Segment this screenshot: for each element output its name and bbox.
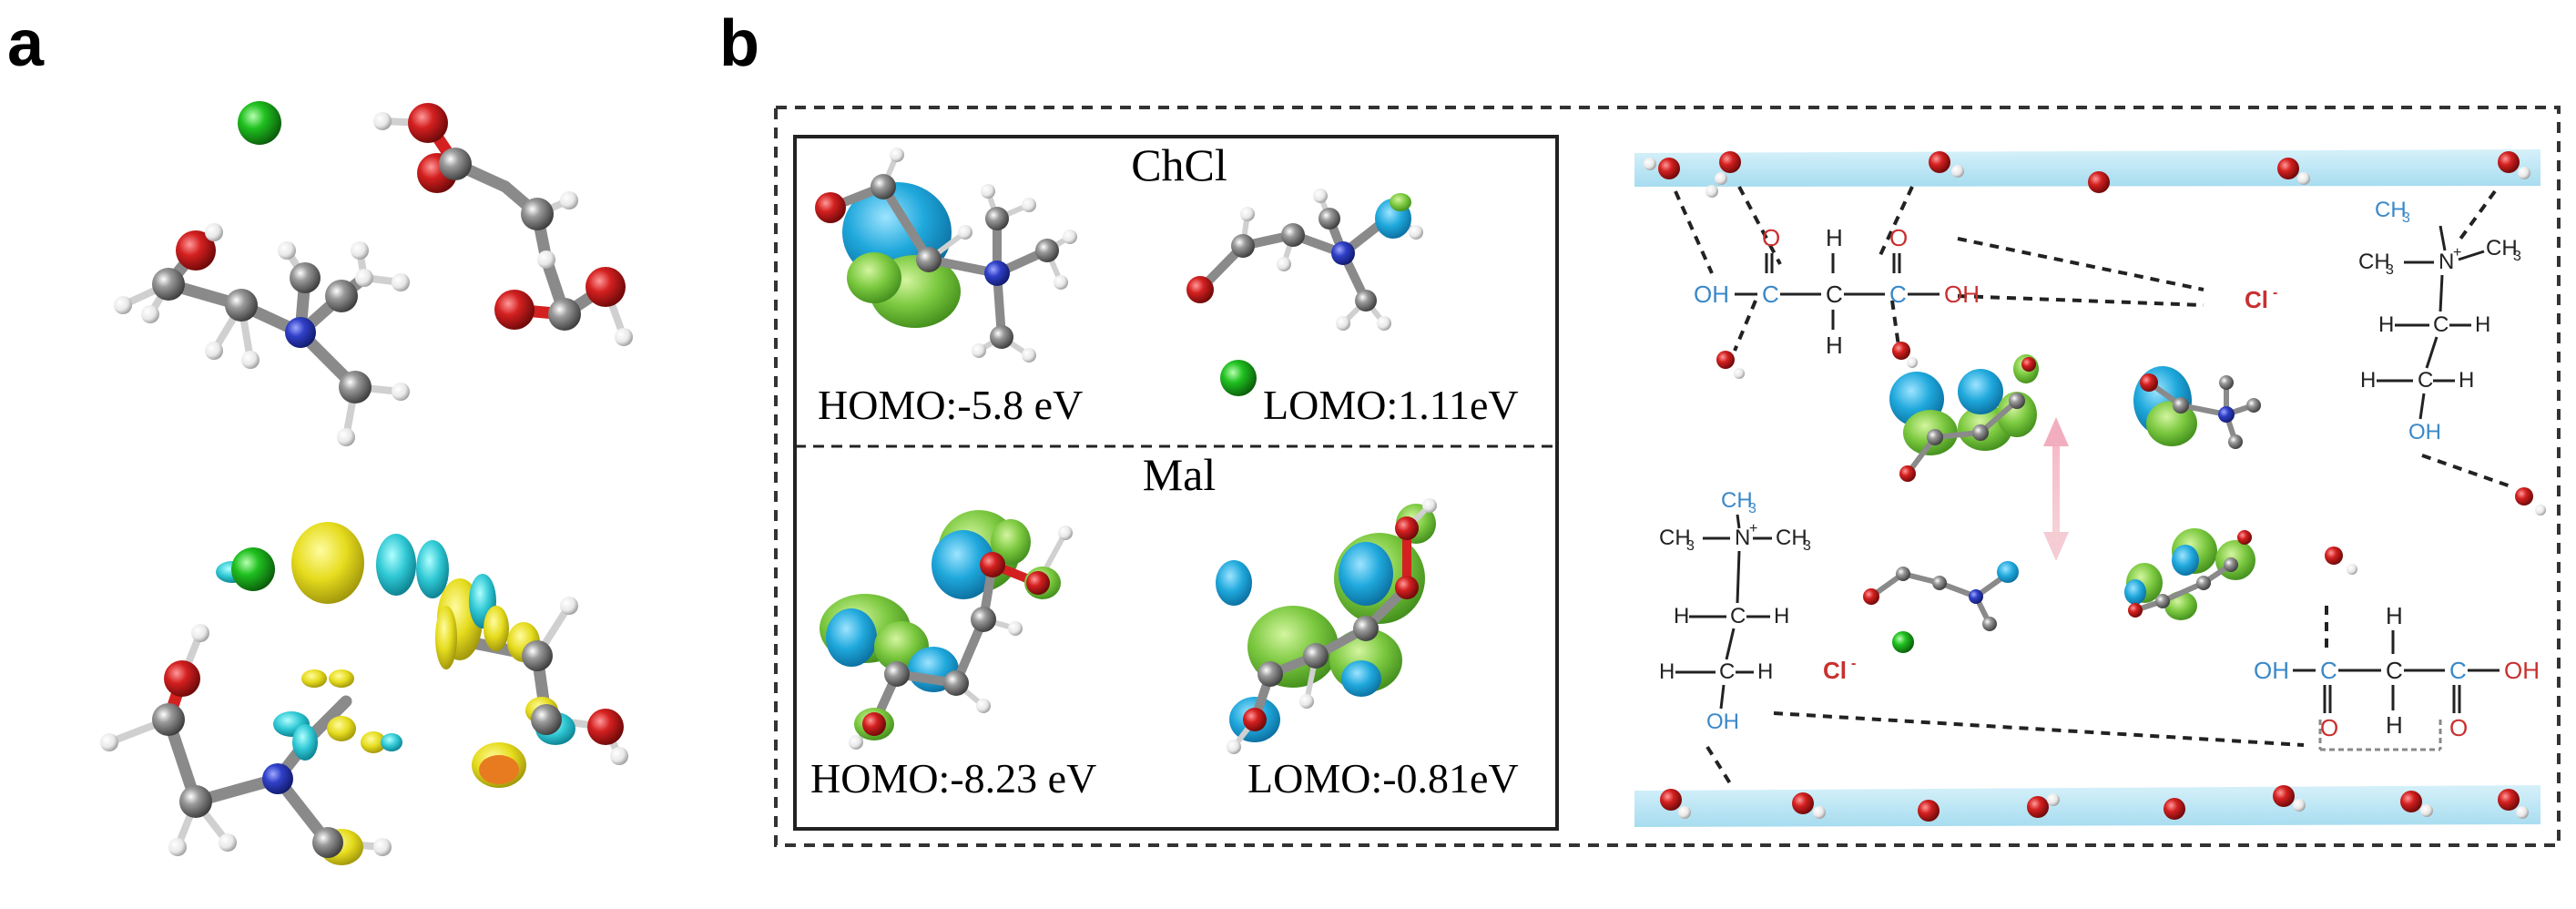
svg-text:+: + — [2453, 245, 2461, 260]
svg-text:C: C — [2449, 657, 2467, 684]
water-layer-top — [1634, 149, 2540, 187]
svg-text:3: 3 — [1803, 538, 1811, 554]
svg-text:OH: OH — [2408, 420, 2441, 444]
svg-text:Cl: Cl — [2245, 286, 2268, 313]
svg-text:CH: CH — [1659, 526, 1691, 550]
chloride-labels: Cl - Cl - — [1823, 285, 2277, 684]
exchange-double-arrow — [2043, 417, 2069, 561]
svg-text:C: C — [2386, 657, 2403, 684]
svg-text:+: + — [1749, 521, 1757, 536]
svg-text:H: H — [1659, 659, 1675, 684]
malonic-acid-top: OH C O C H H C O OH — [1694, 224, 1980, 359]
svg-text:C: C — [1889, 281, 1907, 308]
svg-text:CH: CH — [2375, 198, 2407, 222]
svg-text:C: C — [2433, 312, 2449, 337]
svg-text:H: H — [2360, 368, 2376, 393]
svg-text:H: H — [1774, 604, 1789, 628]
svg-text:Cl: Cl — [1823, 657, 1847, 684]
svg-text:O: O — [2320, 714, 2338, 741]
svg-text:OH: OH — [2504, 657, 2540, 684]
svg-text:H: H — [2378, 312, 2394, 337]
panel-b-dashed-frame — [774, 106, 2561, 847]
svg-text:CH: CH — [2358, 250, 2390, 274]
svg-text:C: C — [2418, 368, 2433, 393]
svg-text:H: H — [2459, 368, 2474, 393]
scheme-chcl-orbital-upper-right — [2133, 366, 2261, 449]
svg-text:CH: CH — [2486, 236, 2518, 260]
svg-text:3: 3 — [1748, 501, 1756, 516]
panel-a-charge-density-structure — [100, 522, 628, 865]
free-water-molecules — [1716, 342, 2546, 575]
svg-text:CH: CH — [1721, 488, 1753, 513]
svg-text:OH: OH — [1944, 281, 1980, 308]
water-layer-bottom — [1634, 785, 2540, 827]
svg-text:OH: OH — [1706, 710, 1739, 734]
svg-text:CH: CH — [1776, 526, 1807, 550]
svg-text:-: - — [2273, 285, 2277, 301]
svg-text:N: N — [1735, 526, 1750, 550]
choline-bottom-left: CH 3 CH 3 N + CH 3 H C H H C H OH — [1659, 488, 1811, 734]
svg-text:3: 3 — [2386, 262, 2394, 278]
svg-text:H: H — [2475, 312, 2490, 337]
svg-text:C: C — [1730, 604, 1746, 628]
svg-text:H: H — [1826, 224, 1843, 251]
mal-lomo-orbital — [1216, 498, 1437, 754]
water-molecules-top — [1644, 151, 2530, 198]
hydrogen-bond-lines — [1674, 186, 2514, 785]
svg-text:C: C — [2320, 657, 2337, 684]
svg-text:OH: OH — [2254, 657, 2289, 684]
svg-text:3: 3 — [2513, 249, 2521, 264]
svg-text:C: C — [1826, 281, 1843, 308]
chcl-lomo-label: LOMO:1.11eV — [1263, 382, 1519, 428]
svg-text:3: 3 — [2402, 210, 2410, 226]
svg-text:C: C — [1762, 281, 1779, 308]
svg-text:O: O — [2449, 714, 2468, 741]
svg-text:H: H — [2386, 711, 2403, 739]
chcl-lomo-orbital — [1186, 189, 1423, 396]
svg-text:H: H — [1757, 659, 1773, 684]
scheme-mal-orbital-upper-left — [1889, 354, 2039, 482]
svg-text:O: O — [1889, 224, 1908, 251]
mal-title: Mal — [1143, 449, 1217, 500]
chcl-homo-orbital — [815, 148, 1077, 363]
svg-text:C: C — [1719, 659, 1735, 684]
svg-text:H: H — [1826, 332, 1843, 359]
svg-text:3: 3 — [1686, 538, 1695, 554]
chlorine-atom — [238, 101, 281, 145]
mal-homo-orbital — [820, 510, 1073, 750]
panel-b-label: b — [719, 7, 759, 80]
svg-text:O: O — [1762, 224, 1780, 251]
mal-homo-label: HOMO:-8.23 eV — [810, 755, 1096, 802]
svg-text:H: H — [1674, 604, 1689, 628]
chlorine-atom — [1220, 360, 1257, 396]
malonic-acid-bottom: OH C O C H H C O OH — [2254, 602, 2540, 741]
mal-lomo-label: LOMO:-0.81eV — [1247, 755, 1519, 802]
svg-text:H: H — [2386, 602, 2403, 629]
chcl-homo-label: HOMO:-5.8 eV — [818, 382, 1083, 428]
water-molecules-bottom — [1660, 785, 2529, 822]
panel-a-chcl-mal-structure — [114, 101, 633, 446]
scheme-chcl-orbital-lower-left — [1863, 561, 2019, 653]
svg-text:-: - — [1851, 656, 1856, 671]
svg-text:N: N — [2439, 250, 2454, 274]
scheme-mal-orbital-lower-right — [2124, 528, 2255, 620]
orbital-box — [793, 135, 1559, 831]
chcl-title: ChCl — [1131, 139, 1227, 190]
chlorine-atom — [231, 547, 275, 591]
svg-text:OH: OH — [1694, 281, 1729, 308]
interaction-scheme: OH C O C H H C O OH OH C O — [1634, 149, 2546, 827]
chlorine-atom — [1892, 631, 1914, 653]
panel-a-label: a — [7, 7, 45, 80]
choline-top-right: CH 3 CH 3 N + CH 3 H C H H C H OH — [2358, 198, 2521, 444]
